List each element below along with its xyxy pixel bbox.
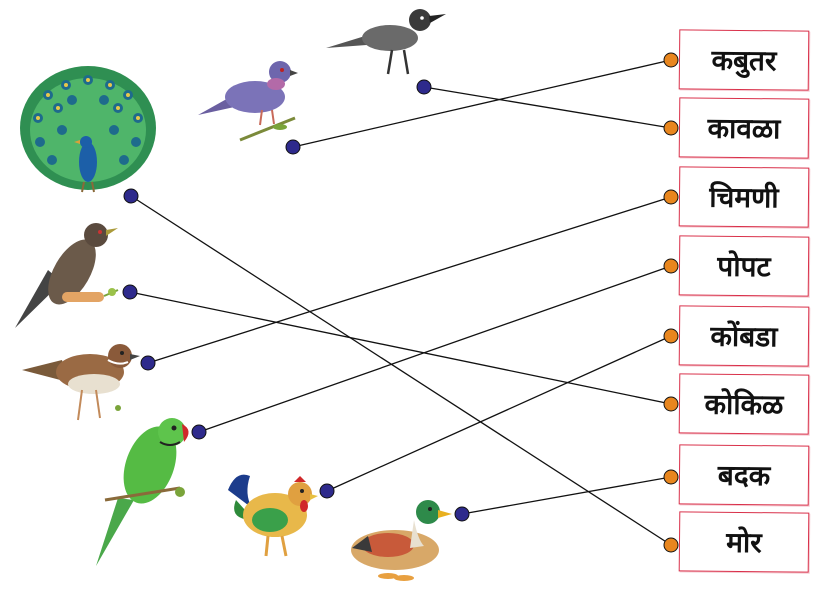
label-box-5[interactable]: कोंबडा (678, 305, 810, 367)
bird-dot-parrot[interactable] (191, 424, 207, 440)
bird-dot-rooster[interactable] (319, 483, 335, 499)
label-dot-8[interactable] (663, 537, 679, 553)
label-box-4[interactable]: पोपट (678, 235, 810, 297)
duck-illustration (351, 500, 452, 581)
bird-dot-peacock[interactable] (123, 188, 139, 204)
connector-line (423, 86, 672, 129)
bird-dot-pigeon[interactable] (285, 139, 301, 155)
bird-dot-sparrow[interactable] (140, 355, 156, 371)
label-dot-7[interactable] (663, 469, 679, 485)
connector-line (326, 335, 672, 492)
bird-dot-crow[interactable] (416, 79, 432, 95)
connector-line (292, 59, 672, 148)
parrot-illustration (96, 418, 189, 566)
crow-illustration (326, 9, 446, 75)
bird-dot-cuckoo[interactable] (122, 284, 138, 300)
label-dot-1[interactable] (663, 52, 679, 68)
label-dot-2[interactable] (663, 120, 679, 136)
connector-line (129, 291, 672, 405)
connector-line (130, 195, 672, 546)
connector-line (198, 265, 672, 433)
label-box-7[interactable]: बदक (678, 444, 810, 506)
label-dot-6[interactable] (663, 396, 679, 412)
connector-line (461, 476, 672, 515)
sparrow-illustration (22, 344, 140, 421)
label-dot-4[interactable] (663, 258, 679, 274)
label-box-2[interactable]: कावळा (678, 97, 810, 159)
label-box-3[interactable]: चिमणी (678, 166, 810, 228)
connector-line (147, 196, 672, 364)
label-box-6[interactable]: कोकिळ (678, 373, 810, 435)
rooster-illustration (228, 474, 318, 557)
peacock-illustration (20, 66, 156, 193)
label-box-1[interactable]: कबुतर (678, 29, 810, 91)
label-dot-5[interactable] (663, 328, 679, 344)
label-box-8[interactable]: मोर (678, 511, 810, 573)
label-dot-3[interactable] (663, 189, 679, 205)
pigeon-illustration (198, 61, 298, 142)
cuckoo-illustration (15, 223, 119, 328)
connector-lines (129, 59, 672, 546)
bird-dot-duck[interactable] (454, 506, 470, 522)
